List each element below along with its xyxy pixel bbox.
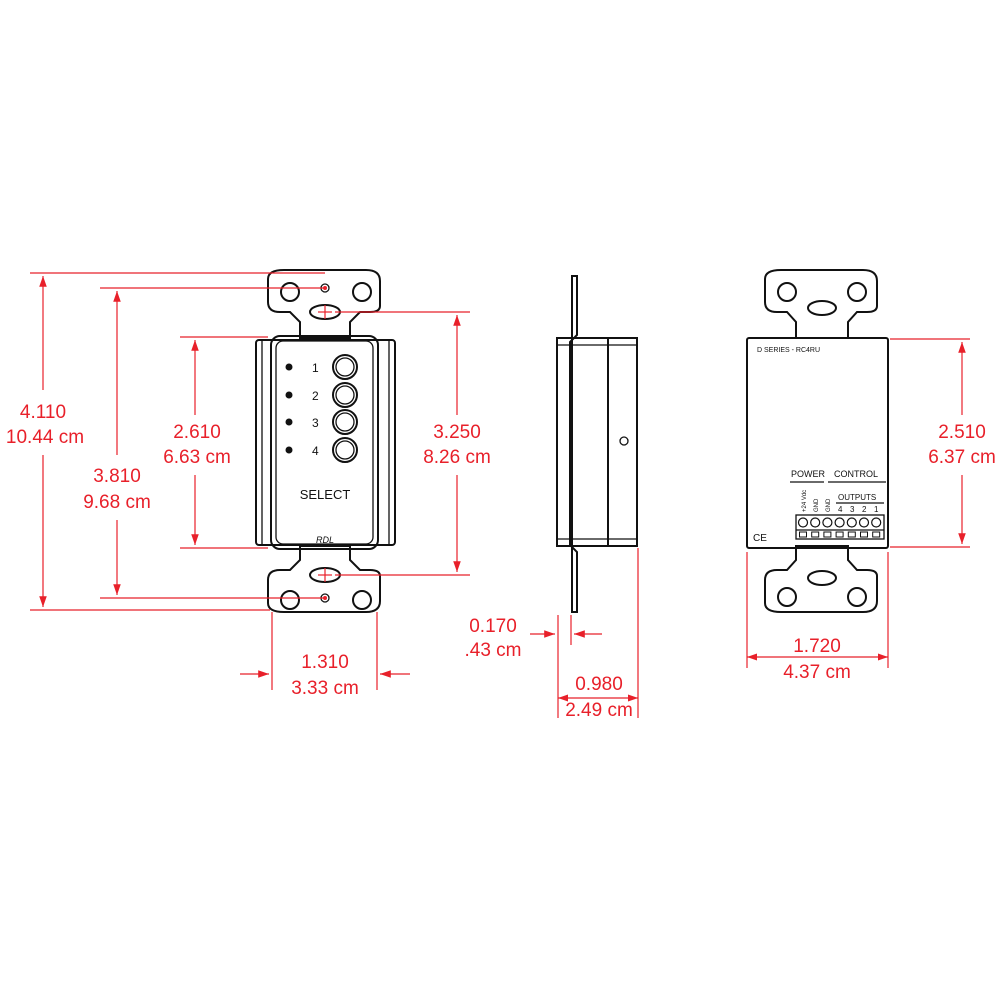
mount-hole-right bbox=[352, 590, 372, 610]
select-button-2 bbox=[332, 382, 358, 408]
rear-view: D SERIES - RC4RU POWER CONTROL OUTPUTS +… bbox=[746, 269, 889, 613]
mount-hole-right bbox=[847, 282, 867, 302]
select-label: SELECT bbox=[300, 487, 351, 502]
side-screw-hole bbox=[619, 436, 629, 446]
terminal-screw bbox=[834, 517, 845, 528]
dim-overall-height-in: 4.110 bbox=[20, 402, 66, 423]
side-dimensions: 0.170 .43 cm 0.980 2.49 cm bbox=[464, 548, 639, 721]
terminal-socket bbox=[835, 531, 844, 538]
front-dimensions: 4.110 10.44 cm 3.810 9.68 cm 2.610 6.63 … bbox=[6, 272, 491, 699]
bottom-mount-tab bbox=[764, 545, 878, 613]
terminal-socket bbox=[872, 531, 881, 538]
terminal-screw bbox=[858, 517, 870, 528]
dim-mount-spacing-cm: 9.68 cm bbox=[83, 492, 151, 513]
dim-overall-depth-cm: 2.49 cm bbox=[565, 700, 633, 721]
dim-rear-width-cm: 4.37 cm bbox=[783, 662, 851, 683]
mount-hole-left bbox=[280, 282, 300, 302]
output-number-1: 1 bbox=[874, 505, 879, 514]
mount-hole-left bbox=[280, 590, 300, 610]
output-number-3: 3 bbox=[850, 505, 855, 514]
brand-label: RDL bbox=[316, 535, 334, 545]
terminal-screw bbox=[871, 517, 882, 528]
terminal-screw bbox=[810, 517, 821, 528]
dim-mount-spacing-in: 3.810 bbox=[93, 466, 141, 487]
rear-dimensions: 2.510 6.37 cm 1.720 4.37 cm bbox=[746, 338, 996, 683]
terminal-screw bbox=[846, 517, 857, 528]
select-button-1 bbox=[332, 354, 358, 380]
outputs-label: OUTPUTS bbox=[838, 493, 876, 502]
led-2 bbox=[285, 391, 293, 399]
mount-slot bbox=[807, 570, 837, 586]
dim-body-height-in: 3.250 bbox=[433, 422, 481, 443]
mount-hole-left bbox=[777, 282, 797, 302]
mount-hole-right bbox=[352, 282, 372, 302]
led-3 bbox=[285, 418, 293, 426]
mount-slot bbox=[807, 300, 837, 316]
bottom-mount-tab bbox=[267, 545, 381, 613]
ce-mark: CE bbox=[753, 533, 767, 544]
terminal-socket bbox=[847, 531, 856, 538]
pin-label-gnd-1: GND bbox=[814, 498, 820, 512]
side-view bbox=[556, 275, 638, 613]
dim-faceplate-width-cm: 3.33 cm bbox=[291, 678, 359, 699]
dim-rear-width-in: 1.720 bbox=[793, 636, 841, 657]
dim-rear-height-in: 2.510 bbox=[938, 422, 986, 443]
button-number-4: 4 bbox=[312, 444, 319, 458]
terminal-socket bbox=[823, 531, 832, 538]
side-flange bbox=[569, 275, 578, 613]
dim-flange-depth-cm: .43 cm bbox=[464, 640, 521, 661]
rear-body bbox=[746, 337, 889, 549]
output-number-4: 4 bbox=[838, 505, 843, 514]
led-1 bbox=[285, 363, 293, 371]
front-view: 1 2 3 4 SELECT RDL bbox=[255, 269, 396, 613]
mount-hole-right bbox=[847, 587, 867, 607]
top-mount-tab bbox=[764, 269, 878, 339]
dim-body-height-cm: 8.26 cm bbox=[423, 447, 491, 468]
top-mount-tab bbox=[267, 269, 381, 339]
dim-overall-height-cm: 10.44 cm bbox=[6, 427, 84, 448]
output-number-2: 2 bbox=[862, 505, 867, 514]
terminal-socket bbox=[860, 531, 868, 538]
terminal-screw bbox=[822, 517, 833, 528]
power-label: POWER bbox=[791, 469, 826, 479]
terminal-socket bbox=[799, 531, 807, 538]
mount-hole-left bbox=[777, 587, 797, 607]
terminal-block bbox=[795, 514, 885, 540]
terminal-socket bbox=[811, 531, 820, 538]
dim-flange-depth-in: 0.170 bbox=[469, 616, 517, 637]
dim-faceplate-height-in: 2.610 bbox=[173, 422, 221, 443]
led-4 bbox=[285, 446, 293, 454]
model-label: D SERIES - RC4RU bbox=[757, 347, 820, 354]
side-body bbox=[556, 337, 638, 547]
button-number-2: 2 bbox=[312, 389, 319, 403]
button-number-3: 3 bbox=[312, 416, 319, 430]
terminal-screw bbox=[797, 517, 809, 528]
dim-overall-depth-in: 0.980 bbox=[575, 674, 623, 695]
control-label: CONTROL bbox=[834, 469, 878, 479]
dim-faceplate-width-in: 1.310 bbox=[301, 652, 349, 673]
select-button-3 bbox=[332, 409, 358, 435]
button-number-1: 1 bbox=[312, 361, 319, 375]
dim-faceplate-height-cm: 6.63 cm bbox=[163, 447, 231, 468]
select-button-4 bbox=[332, 437, 358, 463]
dim-rear-height-cm: 6.37 cm bbox=[928, 447, 996, 468]
pin-label-gnd-2: GND bbox=[826, 498, 832, 512]
frame-body bbox=[255, 339, 396, 546]
pin-label-24v: +24 Vdc bbox=[802, 490, 808, 512]
faceplate bbox=[270, 335, 379, 550]
